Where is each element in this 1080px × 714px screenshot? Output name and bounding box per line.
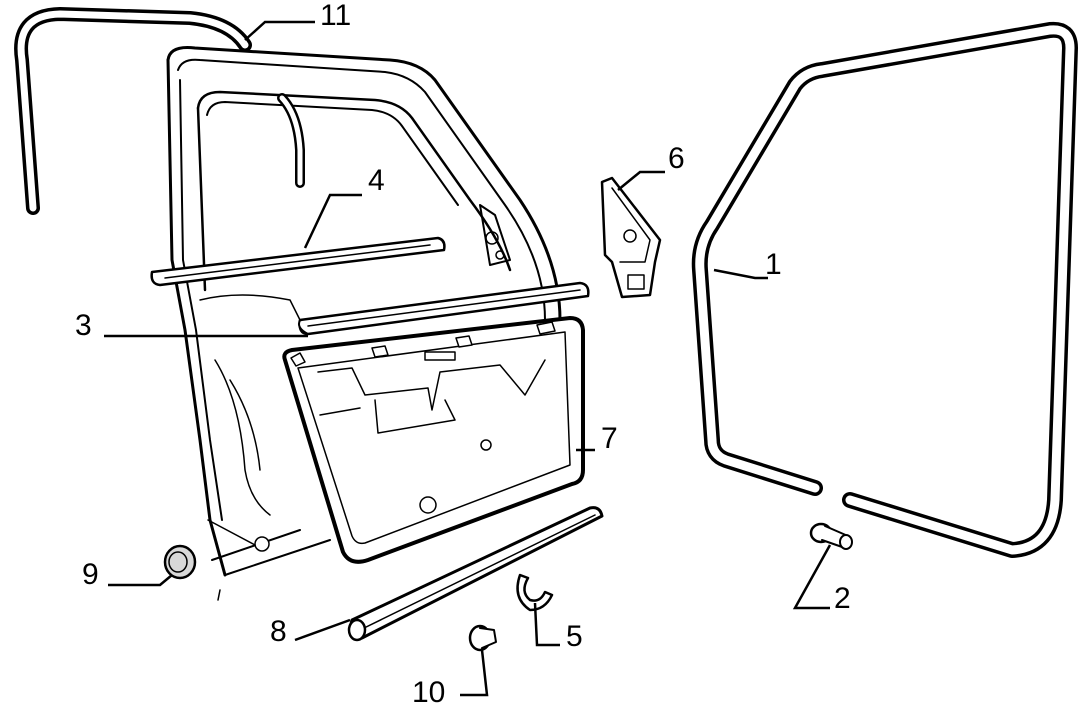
leader-4	[303, 193, 362, 249]
leader-10	[460, 649, 489, 697]
part-8-sill-seal	[347, 506, 604, 642]
part-10-push-pin	[468, 624, 497, 652]
part-6-mirror-bracket	[600, 176, 662, 299]
part-3-outer-belt-seal	[298, 281, 590, 336]
leader-5	[533, 602, 560, 647]
part-5-clip	[516, 573, 554, 612]
callout-3: 3	[75, 309, 92, 342]
callout-6: 6	[668, 142, 685, 175]
callout-7: 7	[601, 422, 618, 455]
leader-11	[244, 20, 315, 41]
callout-5: 5	[566, 620, 583, 653]
part-1-door-seal	[691, 21, 1078, 558]
door-shell	[166, 46, 562, 601]
part-2-fastener	[809, 522, 853, 550]
callout-4: 4	[368, 164, 385, 197]
leader-1	[713, 268, 768, 280]
leader-6	[617, 170, 665, 191]
leader-8	[294, 618, 351, 642]
part-7-door-panel	[282, 316, 585, 564]
leader-lines	[104, 20, 832, 697]
leader-2	[792, 544, 832, 610]
callout-1: 1	[765, 248, 782, 281]
callout-11: 11	[320, 0, 352, 32]
callout-2: 2	[834, 582, 851, 615]
part-4-inner-belt-seal	[150, 236, 446, 287]
part-9-plug	[163, 544, 197, 580]
leader-9	[108, 574, 173, 587]
callout-10: 10	[412, 676, 446, 709]
part-11-roof-seal	[14, 7, 252, 215]
callout-9: 9	[82, 558, 99, 591]
callout-8: 8	[270, 615, 287, 648]
